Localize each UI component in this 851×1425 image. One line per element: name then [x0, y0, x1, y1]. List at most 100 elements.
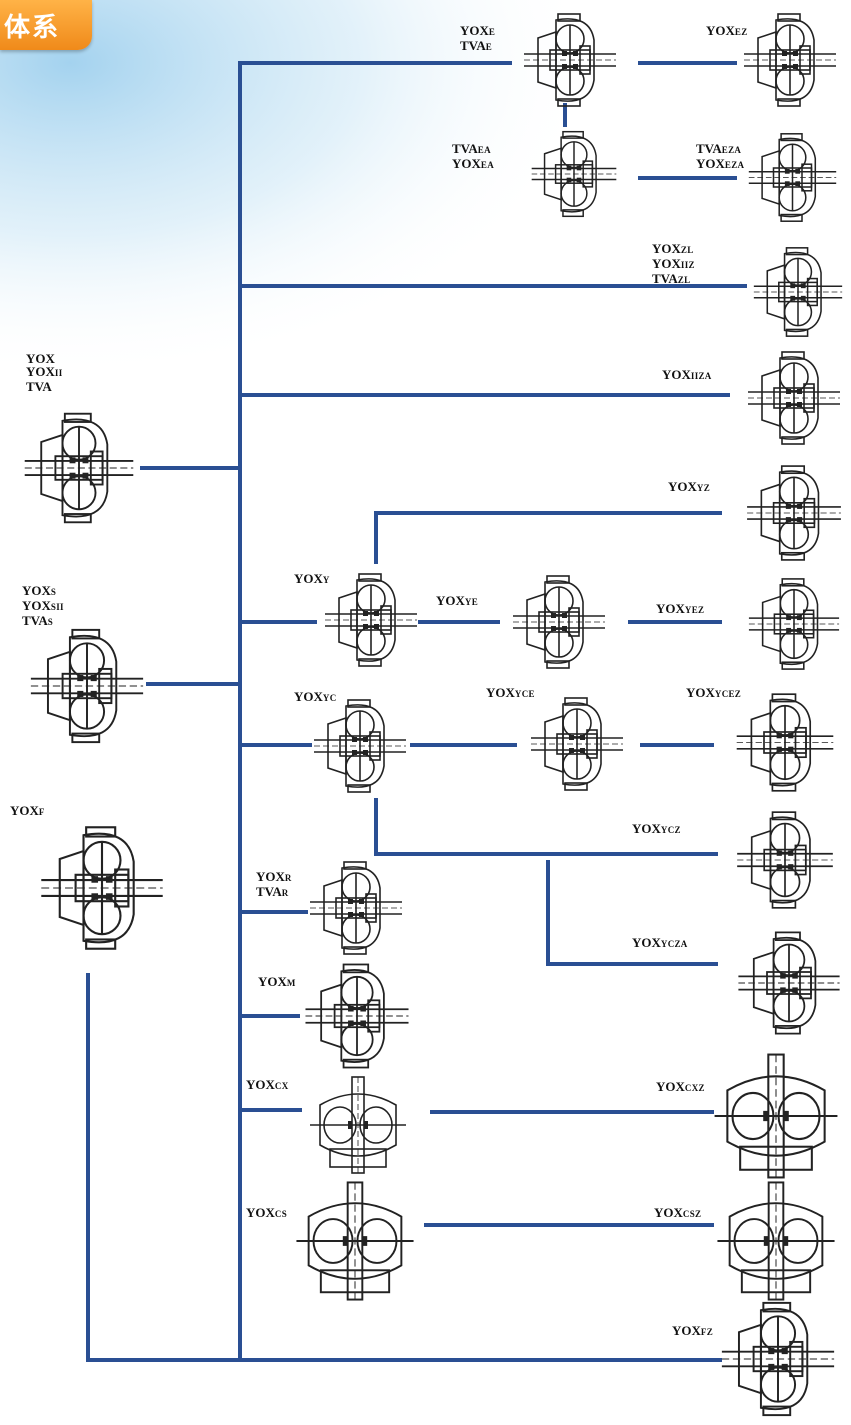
label-base: TVA — [460, 38, 486, 53]
label-base: YOX — [656, 601, 685, 616]
label-suffix: EZA — [724, 160, 745, 170]
label-line: YOXCS — [246, 1206, 287, 1221]
label-line: YOXYC — [294, 690, 337, 705]
label-suffix: R — [281, 888, 289, 898]
label-yox-m: YOXM — [258, 975, 296, 990]
label-line: YOXEZ — [706, 24, 748, 39]
label-line: YOXCXZ — [656, 1080, 705, 1095]
label-base: YOX — [706, 23, 735, 38]
connector-lines — [86, 61, 747, 1362]
label-line: YOXCX — [246, 1078, 289, 1093]
label-suffix: SII — [50, 602, 64, 612]
label-suffix: FZ — [700, 1327, 713, 1337]
label-line: YOXYEZ — [656, 602, 704, 617]
label-suffix: YEZ — [684, 605, 705, 615]
label-suffix: EA — [480, 160, 494, 170]
label-base: TVA — [696, 141, 722, 156]
label-yox-y: YOXY — [294, 572, 330, 587]
label-yox-cs: YOXCS — [246, 1206, 287, 1221]
label-line: YOXF — [10, 804, 45, 819]
label-suffix: EZA — [721, 145, 742, 155]
label-suffix: CS — [274, 1209, 287, 1219]
label-base: YOX — [654, 1205, 683, 1220]
label-base: YOX — [662, 367, 691, 382]
label-yox-yc: YOXYC — [294, 690, 337, 705]
label-base: YOX — [652, 256, 681, 271]
label-line: YOXYE — [436, 594, 478, 609]
label-base: YOX — [26, 364, 55, 379]
label-suffix: S — [47, 617, 54, 627]
label-line: YOXFZ — [672, 1324, 713, 1339]
label-suffix: CX — [274, 1081, 289, 1091]
label-yox-fz: YOXFZ — [672, 1324, 713, 1339]
label-suffix: YZ — [696, 483, 710, 493]
label-base: YOX — [452, 156, 481, 171]
label-yox-ycza: YOXYCZA — [632, 936, 688, 951]
label-base: YOX — [656, 1079, 685, 1094]
label-base: YOX — [10, 803, 39, 818]
label-base: TVA — [452, 141, 478, 156]
label-yox-yce: YOXYCE — [486, 686, 535, 701]
label-line: YOXEZA — [696, 157, 744, 172]
label-suffix: YCZA — [660, 939, 688, 949]
label-yox-cx: YOXCX — [246, 1078, 289, 1093]
label-suffix: E — [485, 42, 493, 52]
label-yox-cxz: YOXCXZ — [656, 1080, 705, 1095]
label-base: YOX — [486, 685, 515, 700]
label-suffix: S — [50, 587, 57, 597]
label-line: TVA — [26, 380, 63, 393]
label-base: TVA — [26, 379, 52, 394]
label-suffix: YCE — [514, 689, 535, 699]
label-suffix: II — [54, 368, 63, 378]
label-yox-ez: YOXEZ — [706, 24, 748, 39]
section-badge: 体系 — [0, 0, 92, 50]
label-base: YOX — [258, 974, 287, 989]
label-line: YOXZL — [652, 242, 695, 257]
label-line: YOX — [26, 352, 63, 365]
label-suffix: ZL — [680, 245, 694, 255]
label-line: YOXS — [22, 584, 64, 599]
label-line: TVAEZA — [696, 142, 744, 157]
label-line: YOXR — [256, 870, 292, 885]
label-suffix: CXZ — [684, 1083, 705, 1093]
label-line: YOXCSZ — [654, 1206, 701, 1221]
label-line: YOXEA — [452, 157, 494, 172]
label-yox-yz: YOXYZ — [668, 480, 710, 495]
label-suffix: YCEZ — [714, 689, 742, 699]
label-line: YOXYCZA — [632, 936, 688, 951]
label-suffix: Y — [322, 575, 330, 585]
label-base: YOX — [294, 571, 323, 586]
label-line: YOXYCE — [486, 686, 535, 701]
label-line: YOXY — [294, 572, 330, 587]
label-line: YOXE — [460, 24, 495, 39]
label-base: TVA — [652, 271, 678, 286]
label-base: YOX — [22, 598, 51, 613]
label-base: TVA — [22, 613, 48, 628]
label-base: YOX — [256, 869, 285, 884]
label-suffix: YC — [322, 693, 337, 703]
label-suffix: E — [488, 27, 496, 37]
label-yox-csz: YOXCSZ — [654, 1206, 701, 1221]
label-line: TVAR — [256, 885, 292, 900]
label-suffix: YE — [464, 597, 478, 607]
label-line: TVAS — [22, 614, 64, 629]
label-base: YOX — [652, 241, 681, 256]
label-suffix: IIZA — [690, 371, 712, 381]
label-yox-yez: YOXYEZ — [656, 602, 704, 617]
label-line: TVAZL — [652, 272, 695, 287]
label-line: YOXII — [26, 365, 63, 380]
label-base: YOX — [294, 689, 323, 704]
label-suffix: M — [286, 978, 296, 988]
label-suffix: F — [38, 807, 45, 817]
label-base: YOX — [696, 156, 725, 171]
label-base: YOX — [668, 479, 697, 494]
label-line: YOXYZ — [668, 480, 710, 495]
label-line: TVAE — [460, 39, 495, 54]
label-yox-f: YOXF — [10, 804, 45, 819]
label-suffix: YCZ — [660, 825, 681, 835]
label-base: YOX — [686, 685, 715, 700]
